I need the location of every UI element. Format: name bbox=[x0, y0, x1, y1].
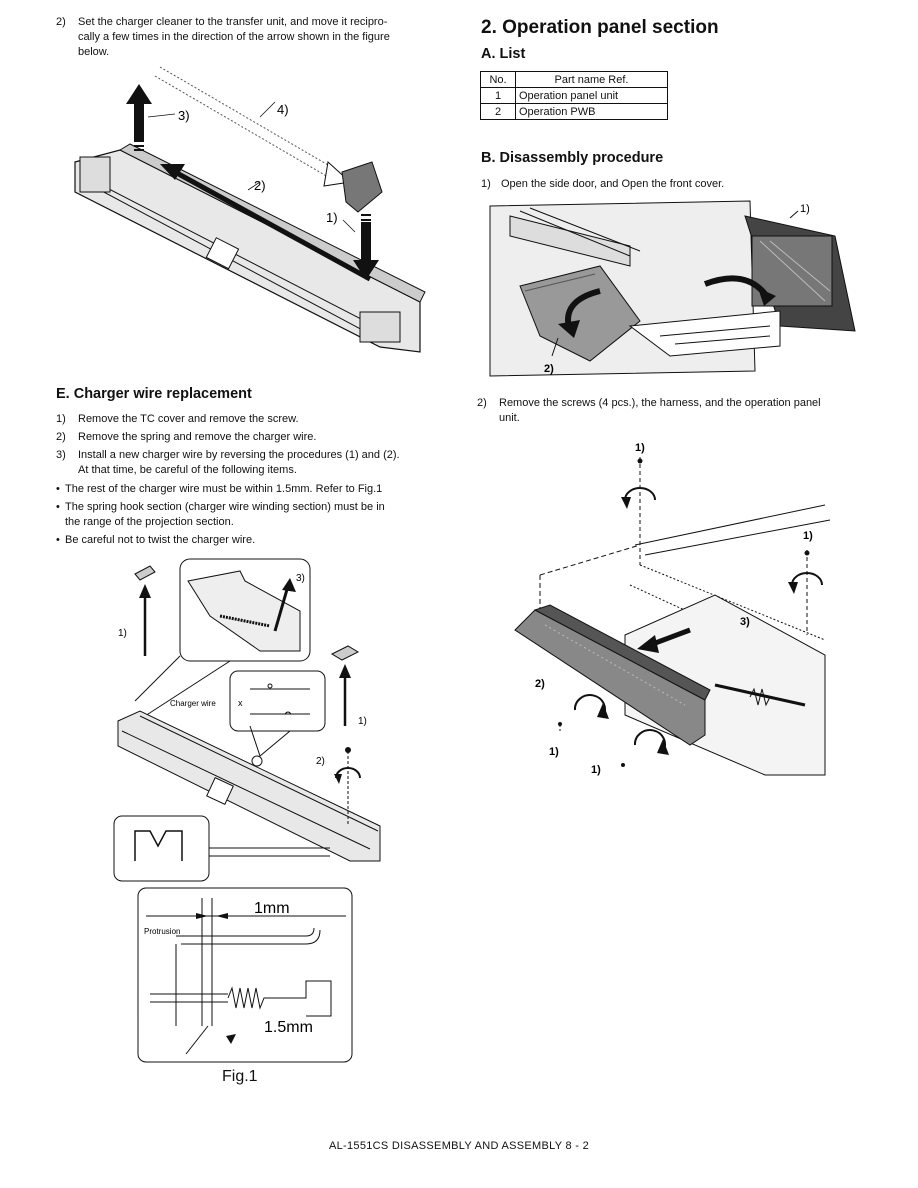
label-4: 4) bbox=[277, 102, 289, 117]
bullet-dot: • bbox=[56, 534, 60, 546]
table-row: 2 Operation PWB bbox=[480, 103, 668, 120]
step-text: Remove the spring and remove the charger… bbox=[78, 431, 317, 443]
section-e-title: E. Charger wire replacement bbox=[56, 386, 252, 402]
cell-part-name: Operation PWB bbox=[515, 103, 668, 120]
bullet-text: The rest of the charger wire must be wit… bbox=[65, 483, 383, 495]
section-2-title: 2. Operation panel section bbox=[481, 17, 719, 38]
label-2: 2) bbox=[316, 756, 325, 767]
list-title: A. List bbox=[481, 46, 526, 62]
step-number: 2) bbox=[477, 397, 487, 409]
step-text: Install a new charger wire by reversing … bbox=[78, 449, 400, 461]
label-1-right: 1) bbox=[358, 716, 367, 727]
charger-cleaner-figure: 3) 4) 2) 1) bbox=[74, 66, 426, 353]
cell-part-name: Operation panel unit bbox=[515, 87, 668, 104]
page-footer: AL-1551CS DISASSEMBLY AND ASSEMBLY 8 - 2 bbox=[328, 1140, 590, 1152]
bullet-dot: • bbox=[56, 483, 60, 495]
label-protrusion: Protrusion bbox=[144, 927, 180, 936]
bullet-item: • Be careful not to twist the charger wi… bbox=[56, 533, 456, 548]
bullet-item: • The spring hook section (charger wire … bbox=[56, 500, 456, 533]
label-charger-wire: Charger wire bbox=[170, 699, 216, 708]
caution-bullets: • The rest of the charger wire must be w… bbox=[56, 482, 456, 548]
parts-list-table: No. Part name Ref. 1 Operation panel uni… bbox=[480, 71, 668, 120]
step-1-open-doors: 1) Open the side door, and Open the fron… bbox=[481, 177, 881, 192]
step-text: Open the side door, and Open the front c… bbox=[501, 178, 725, 190]
label-3: 3) bbox=[296, 573, 305, 584]
operation-panel-removal-figure: 1) 1) 3) 2) 1) 1) bbox=[514, 442, 831, 776]
charger-wire-figure: 1) 3) Charger wire x 1) 2) bbox=[113, 558, 381, 882]
label-1: 1) bbox=[326, 210, 338, 225]
label-2: 2) bbox=[544, 363, 554, 375]
dim-1mm: 1mm bbox=[254, 900, 290, 917]
step-text: At that time, be careful of the followin… bbox=[78, 464, 297, 476]
label-1-lower-left: 1) bbox=[549, 746, 559, 758]
open-doors-figure: 1) 2) bbox=[489, 200, 856, 377]
step-text-line: cally a few times in the direction of th… bbox=[78, 31, 390, 43]
step-number: 2) bbox=[56, 431, 66, 443]
step-1: 1) Remove the TC cover and remove the sc… bbox=[56, 412, 456, 427]
bullet-item: • The rest of the charger wire must be w… bbox=[56, 482, 456, 500]
step-2: 2) Remove the spring and remove the char… bbox=[56, 430, 456, 445]
cell-no: 1 bbox=[480, 87, 516, 104]
bullet-text: The spring hook section (charger wire wi… bbox=[65, 501, 385, 513]
header-part-name: Part name Ref. bbox=[515, 71, 668, 88]
step-text-line: below. bbox=[78, 46, 110, 58]
header-no: No. bbox=[480, 71, 516, 88]
bullet-dot: • bbox=[56, 501, 60, 513]
fig1-detail: 1mm Protrusion 1.5mm bbox=[137, 887, 353, 1063]
step-number: 2) bbox=[56, 16, 66, 28]
label-1-left: 1) bbox=[118, 628, 127, 639]
label-1-right: 1) bbox=[803, 530, 813, 542]
step-number: 3) bbox=[56, 449, 66, 461]
disassembly-title: B. Disassembly procedure bbox=[481, 150, 664, 166]
step-text: Remove the screws (4 pcs.), the harness,… bbox=[499, 397, 821, 409]
step-text: Remove the TC cover and remove the screw… bbox=[78, 413, 299, 425]
fig1-caption: Fig.1 bbox=[222, 1068, 258, 1085]
step-2-remove-screws: 2) Remove the screws (4 pcs.), the harne… bbox=[477, 396, 887, 426]
step-2-charger-cleaner: 2) Set the charger cleaner to the transf… bbox=[56, 15, 456, 63]
label-x: x bbox=[238, 698, 243, 708]
dim-1-5mm: 1.5mm bbox=[264, 1019, 313, 1036]
step-3: 3) Install a new charger wire by reversi… bbox=[56, 448, 456, 478]
table-row: 1 Operation panel unit bbox=[480, 87, 668, 104]
label-2: 2) bbox=[535, 678, 545, 690]
label-1: 1) bbox=[800, 203, 810, 215]
label-3: 3) bbox=[740, 616, 750, 628]
label-3: 3) bbox=[178, 108, 190, 123]
bullet-text: the range of the projection section. bbox=[65, 516, 234, 528]
step-text-line: Set the charger cleaner to the transfer … bbox=[78, 16, 388, 28]
step-number: 1) bbox=[481, 178, 491, 190]
step-text: unit. bbox=[499, 412, 520, 424]
cell-no: 2 bbox=[480, 103, 516, 120]
label-2: 2) bbox=[254, 178, 266, 193]
table-header-row: No. Part name Ref. bbox=[480, 71, 668, 88]
step-number: 1) bbox=[56, 413, 66, 425]
label-1-top: 1) bbox=[635, 442, 645, 454]
bullet-text: Be careful not to twist the charger wire… bbox=[65, 534, 256, 546]
label-1-bottom: 1) bbox=[591, 764, 601, 776]
